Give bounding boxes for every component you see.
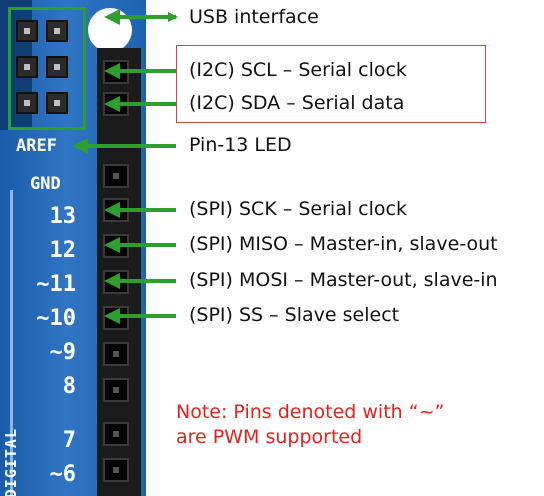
label-spi-miso: (SPI) MISO – Master-in, slave-out [189,233,498,255]
icsp-pin [46,20,68,42]
icsp-pin [16,56,38,78]
pwm-note: Note: Pins denoted with “~” are PWM supp… [176,400,444,450]
arduino-board: AREF GND 13 12 ~11 ~10 ~9 8 7 ~6 DIGITAL [0,0,146,496]
arrowhead-led [72,138,88,154]
board-trace [10,190,13,496]
arrowhead-ss [104,308,120,324]
pin-socket [103,342,129,366]
pin-socket [103,378,129,402]
pin-number-13: 13 [49,204,77,229]
pin-number-12: 12 [49,238,77,263]
icsp-highlight-box [8,7,86,130]
pin-socket [103,422,129,446]
arrowhead-mosi [104,273,120,289]
pwm-note-line2: are PWM supported [176,426,363,448]
arrowhead-miso [104,237,120,253]
pin-number-11: ~11 [36,272,76,297]
pin-number-10: ~10 [36,306,76,331]
icsp-pin [16,92,38,114]
arrowhead-usb [104,9,120,25]
pin-number-8: 8 [62,374,76,399]
pin-number-6: ~6 [49,462,77,487]
label-i2c-sda: (I2C) SDA – Serial data [189,92,405,114]
label-usb-interface: USB interface [189,6,319,28]
label-i2c-scl: (I2C) SCL – Serial clock [189,59,407,81]
arrowhead-scl [104,63,120,79]
gnd-label: GND [30,174,61,194]
label-spi-ss: (SPI) SS – Slave select [189,304,400,326]
aref-label: AREF [16,136,57,156]
icsp-pin [46,92,68,114]
pwm-note-line1: Note: Pins denoted with “~” [176,401,445,423]
arrowhead-sda [104,96,120,112]
i2c-highlight-box [176,45,486,123]
icsp-pin [16,20,38,42]
label-spi-sck: (SPI) SCK – Serial clock [189,198,407,220]
icsp-pin [46,56,68,78]
label-spi-mosi: (SPI) MOSI – Master-out, slave-in [189,269,498,291]
arrowhead-sck [104,202,120,218]
pin-number-7: 7 [62,428,76,453]
label-pin13-led: Pin-13 LED [189,134,292,156]
pin-number-9: ~9 [49,340,77,365]
pin-socket [103,164,129,188]
pin-socket [103,458,129,482]
